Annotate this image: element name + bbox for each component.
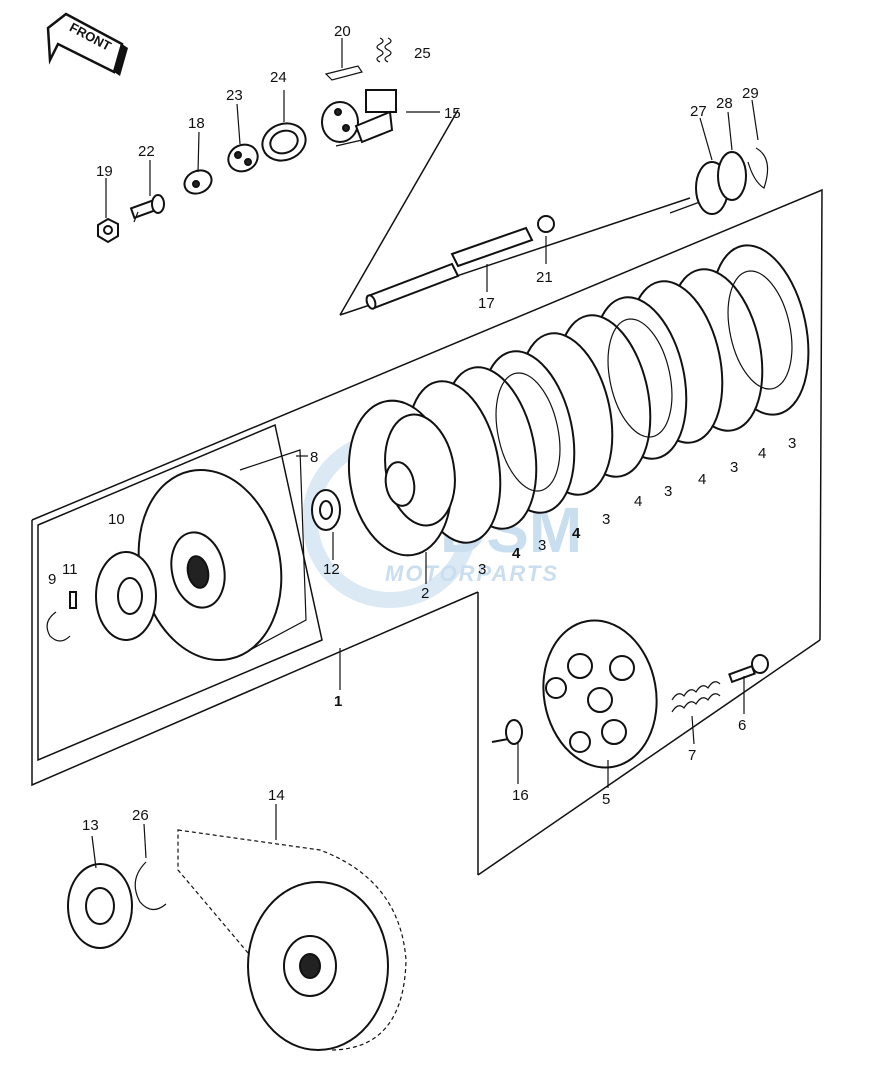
callout-29: 29 bbox=[742, 85, 759, 102]
callout-17: 17 bbox=[478, 295, 495, 312]
callout-18: 18 bbox=[188, 115, 205, 132]
watermark-tagline: MOTORPARTS bbox=[385, 561, 559, 586]
gear-10 bbox=[95, 551, 157, 641]
callout-2: 2 bbox=[421, 585, 429, 602]
callout-19: 19 bbox=[96, 163, 113, 180]
callout-3-f: 3 bbox=[788, 435, 796, 452]
spring-25 bbox=[376, 37, 392, 63]
callout-labels: 20 25 15 24 23 18 22 19 21 17 27 28 29 8… bbox=[48, 23, 796, 834]
callout-4-c: 4 bbox=[634, 493, 642, 510]
callout-3-e: 3 bbox=[730, 459, 738, 476]
rings-27-28-29 bbox=[695, 147, 769, 215]
washer-12 bbox=[311, 489, 341, 531]
callout-5: 5 bbox=[602, 791, 610, 808]
callout-16: 16 bbox=[512, 787, 529, 804]
callout-11: 11 bbox=[62, 561, 78, 578]
callout-4-b: 4 bbox=[572, 525, 581, 542]
release-mechanism-15 bbox=[321, 89, 397, 147]
callout-28: 28 bbox=[716, 95, 733, 112]
callout-1: 1 bbox=[334, 693, 342, 710]
clutch-housing-8 bbox=[137, 449, 307, 662]
holder-23 bbox=[227, 143, 259, 173]
callout-4-d: 4 bbox=[698, 471, 706, 488]
callout-24: 24 bbox=[270, 69, 287, 86]
oil-seal-24 bbox=[261, 122, 307, 162]
callout-13: 13 bbox=[82, 817, 99, 834]
adjusting-screw-22 bbox=[129, 194, 165, 223]
circlip-9 bbox=[46, 611, 71, 642]
parts bbox=[46, 37, 810, 1051]
callout-4-a: 4 bbox=[512, 545, 521, 562]
callout-14: 14 bbox=[268, 787, 285, 804]
clutch-hub-2 bbox=[347, 399, 456, 557]
circlip-26 bbox=[134, 861, 167, 911]
callout-3-b: 3 bbox=[538, 537, 546, 554]
callout-3-d: 3 bbox=[664, 483, 672, 500]
push-rod-17 bbox=[365, 226, 534, 310]
spring-7 bbox=[671, 681, 721, 713]
callout-27: 27 bbox=[690, 103, 707, 120]
callout-15: 15 bbox=[444, 105, 461, 122]
leader-lines bbox=[91, 38, 759, 869]
callout-26: 26 bbox=[132, 807, 149, 824]
callout-7: 7 bbox=[688, 747, 696, 764]
plate-18 bbox=[183, 169, 213, 195]
callout-6: 6 bbox=[738, 717, 746, 734]
pressure-plate-5 bbox=[542, 619, 658, 769]
callout-3-a: 3 bbox=[478, 561, 486, 578]
callout-23: 23 bbox=[226, 87, 243, 104]
callout-20: 20 bbox=[334, 23, 351, 40]
chain-and-driven-sprocket-14 bbox=[177, 829, 407, 1051]
pin-20 bbox=[324, 65, 363, 81]
callout-22: 22 bbox=[138, 143, 155, 160]
sprocket-13 bbox=[67, 863, 133, 949]
bolt-6 bbox=[728, 654, 769, 684]
callout-25: 25 bbox=[414, 45, 431, 62]
callout-3-c: 3 bbox=[602, 511, 610, 528]
nut-19 bbox=[97, 217, 119, 244]
callout-10: 10 bbox=[108, 511, 125, 528]
callout-9: 9 bbox=[48, 571, 56, 588]
clutch-plate-stack bbox=[406, 244, 810, 544]
callout-8: 8 bbox=[310, 449, 318, 466]
callout-4-e: 4 bbox=[758, 445, 766, 462]
pin-11 bbox=[69, 591, 77, 609]
assembly-frames bbox=[31, 109, 823, 876]
callout-12: 12 bbox=[323, 561, 340, 578]
front-arrow-icon: FRONT bbox=[46, 12, 128, 76]
callout-21: 21 bbox=[536, 269, 553, 286]
pusher-16 bbox=[491, 719, 523, 745]
steel-ball-21 bbox=[537, 215, 555, 233]
